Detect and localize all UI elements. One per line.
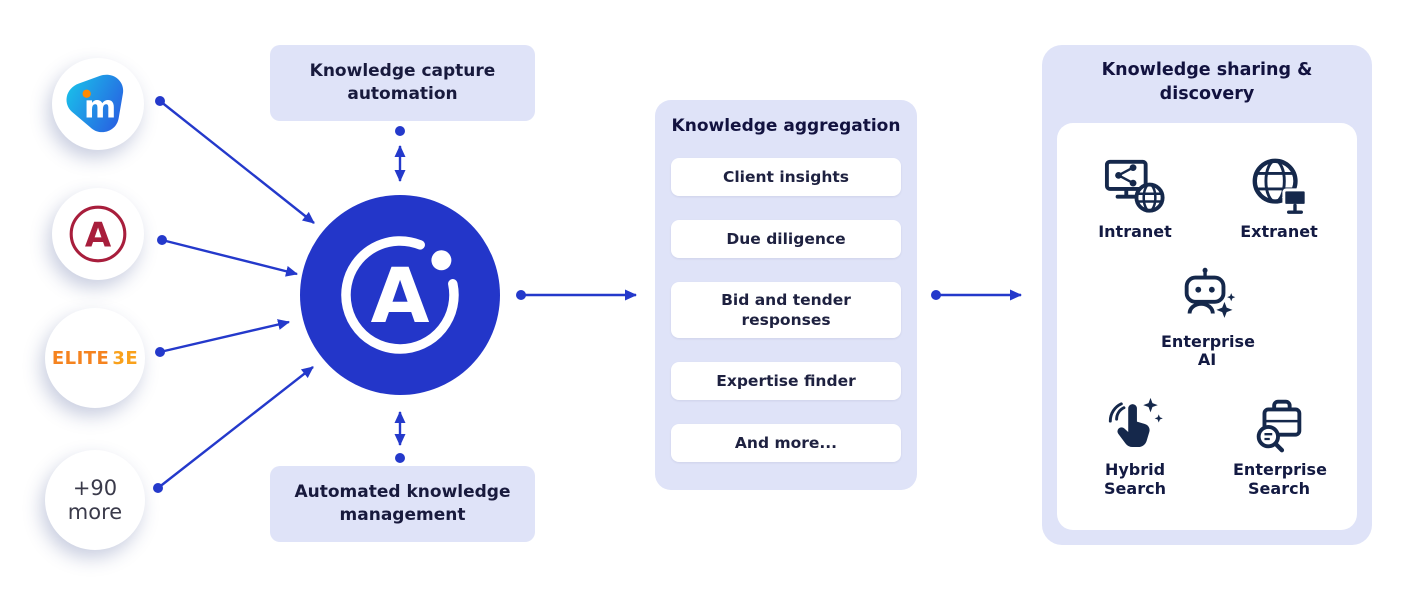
aggregation-list: Client insights Due diligence Bid and te… (671, 158, 901, 463)
imanage-i-dot (82, 89, 91, 98)
arrow-alogo-to-hub (161, 238, 298, 277)
hybrid-search-label: Hybrid Search (1104, 460, 1166, 498)
sharing-item-intranet: Intranet (1075, 155, 1195, 241)
imanage-logo-icon: m (66, 74, 124, 133)
sharing-item-extranet: Extranet (1219, 155, 1339, 241)
hybrid-search-icon (1108, 398, 1163, 448)
arrow-dot (153, 483, 163, 493)
arrow-dot (395, 126, 405, 136)
hub-letter: A (371, 251, 430, 340)
more-word: more (67, 500, 123, 524)
a-logo-letter: A (85, 215, 112, 255)
automated-management-box: Automated knowledge management (270, 466, 535, 542)
capture-automation-label: Knowledge capture automation (309, 61, 496, 104)
aggregation-title: Knowledge aggregation (671, 116, 901, 136)
arrow-dot (931, 290, 941, 300)
hub-circle: A (300, 195, 500, 395)
sharing-row: Hybrid Search Enterprise Search (1057, 393, 1357, 498)
sharing-row: Enterprise AI (1057, 265, 1357, 370)
intranet-icon (1104, 159, 1165, 213)
arrow-elite-to-hub (159, 319, 290, 354)
hub-logo-icon: A (341, 236, 459, 354)
aggregation-item: And more... (671, 424, 901, 463)
extranet-icon (1252, 158, 1308, 214)
aggregation-item-label: Due diligence (726, 229, 846, 248)
automated-management-label: Automated knowledge management (294, 482, 511, 525)
sharing-card: Intranet Extranet (1057, 123, 1357, 530)
imanage-letter: m (84, 89, 116, 125)
sharing-item-enterprise-search: Enterprise Search (1219, 393, 1339, 498)
sharing-row: Intranet Extranet (1057, 155, 1357, 241)
arrow-more-to-hub (157, 366, 314, 489)
more-count: +90 (72, 475, 118, 500)
aggregation-item: Bid and tender responses (671, 282, 901, 339)
knowledge-sharing-panel: Knowledge sharing & discovery (1042, 45, 1372, 545)
arrow-dot (157, 235, 167, 245)
arrow-dot (155, 96, 165, 106)
enterprise-ai-icon (1184, 267, 1236, 318)
arrow-dot (155, 347, 165, 357)
enterprise-search-icon (1256, 400, 1302, 453)
intranet-label: Intranet (1098, 221, 1172, 241)
aggregation-item: Due diligence (671, 220, 901, 258)
sharing-title: Knowledge sharing & discovery (1101, 60, 1313, 104)
aggregation-item: Client insights (671, 158, 901, 196)
aggregation-item-label: Expertise finder (716, 372, 856, 391)
aggregation-item-label: Client insights (722, 167, 849, 186)
sharing-item-hybrid-search: Hybrid Search (1075, 393, 1195, 498)
arrow-dot (516, 290, 526, 300)
source-logo-a: A (52, 188, 144, 280)
enterprise-search-label: Enterprise Search (1233, 460, 1327, 498)
elite-3e-word: 3E (112, 347, 139, 369)
elite-word: ELITE (51, 347, 110, 369)
arrow-dot (395, 453, 405, 463)
enterprise-ai-label: Enterprise AI (1161, 331, 1255, 370)
aggregation-item: Expertise finder (671, 362, 901, 401)
aggregation-item-label: And more... (734, 434, 838, 453)
capture-automation-box: Knowledge capture automation (270, 45, 535, 121)
source-logo-imanage: m (52, 58, 144, 150)
more-sources-label: +90 more (68, 476, 122, 524)
knowledge-aggregation-panel: Knowledge aggregation Client insights Du… (655, 100, 917, 490)
arrow-imanage-to-hub (159, 100, 315, 224)
sharing-item-enterprise-ai: Enterprise AI (1147, 265, 1267, 370)
extranet-label: Extranet (1240, 221, 1318, 241)
aggregation-item-label: Bid and tender responses (721, 291, 851, 330)
a-logo-icon: A (69, 205, 127, 263)
source-more-count: +90 more (45, 450, 145, 550)
